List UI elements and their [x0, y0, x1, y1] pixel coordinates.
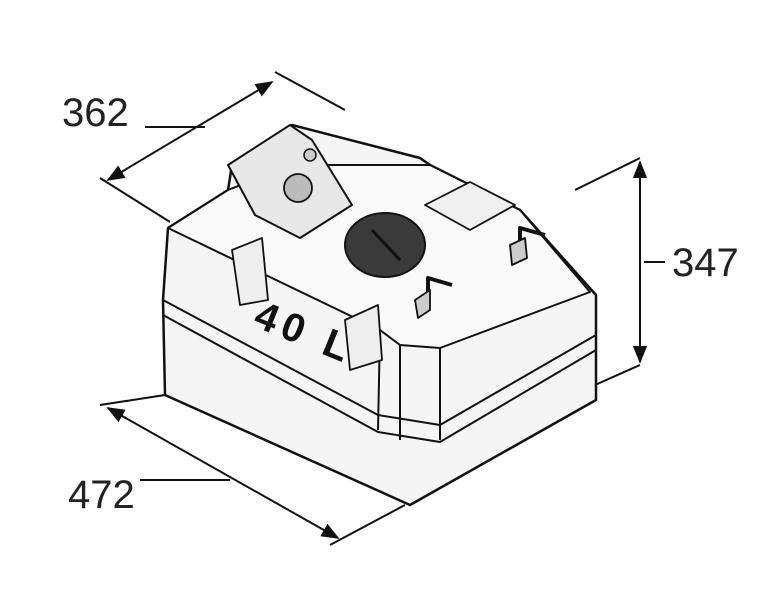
depth-dimension: 362	[62, 91, 129, 135]
tank-body	[161, 123, 598, 507]
dimension-lines	[99, 71, 665, 546]
height-dimension: 347	[672, 241, 739, 285]
width-dimension: 472	[68, 473, 135, 517]
